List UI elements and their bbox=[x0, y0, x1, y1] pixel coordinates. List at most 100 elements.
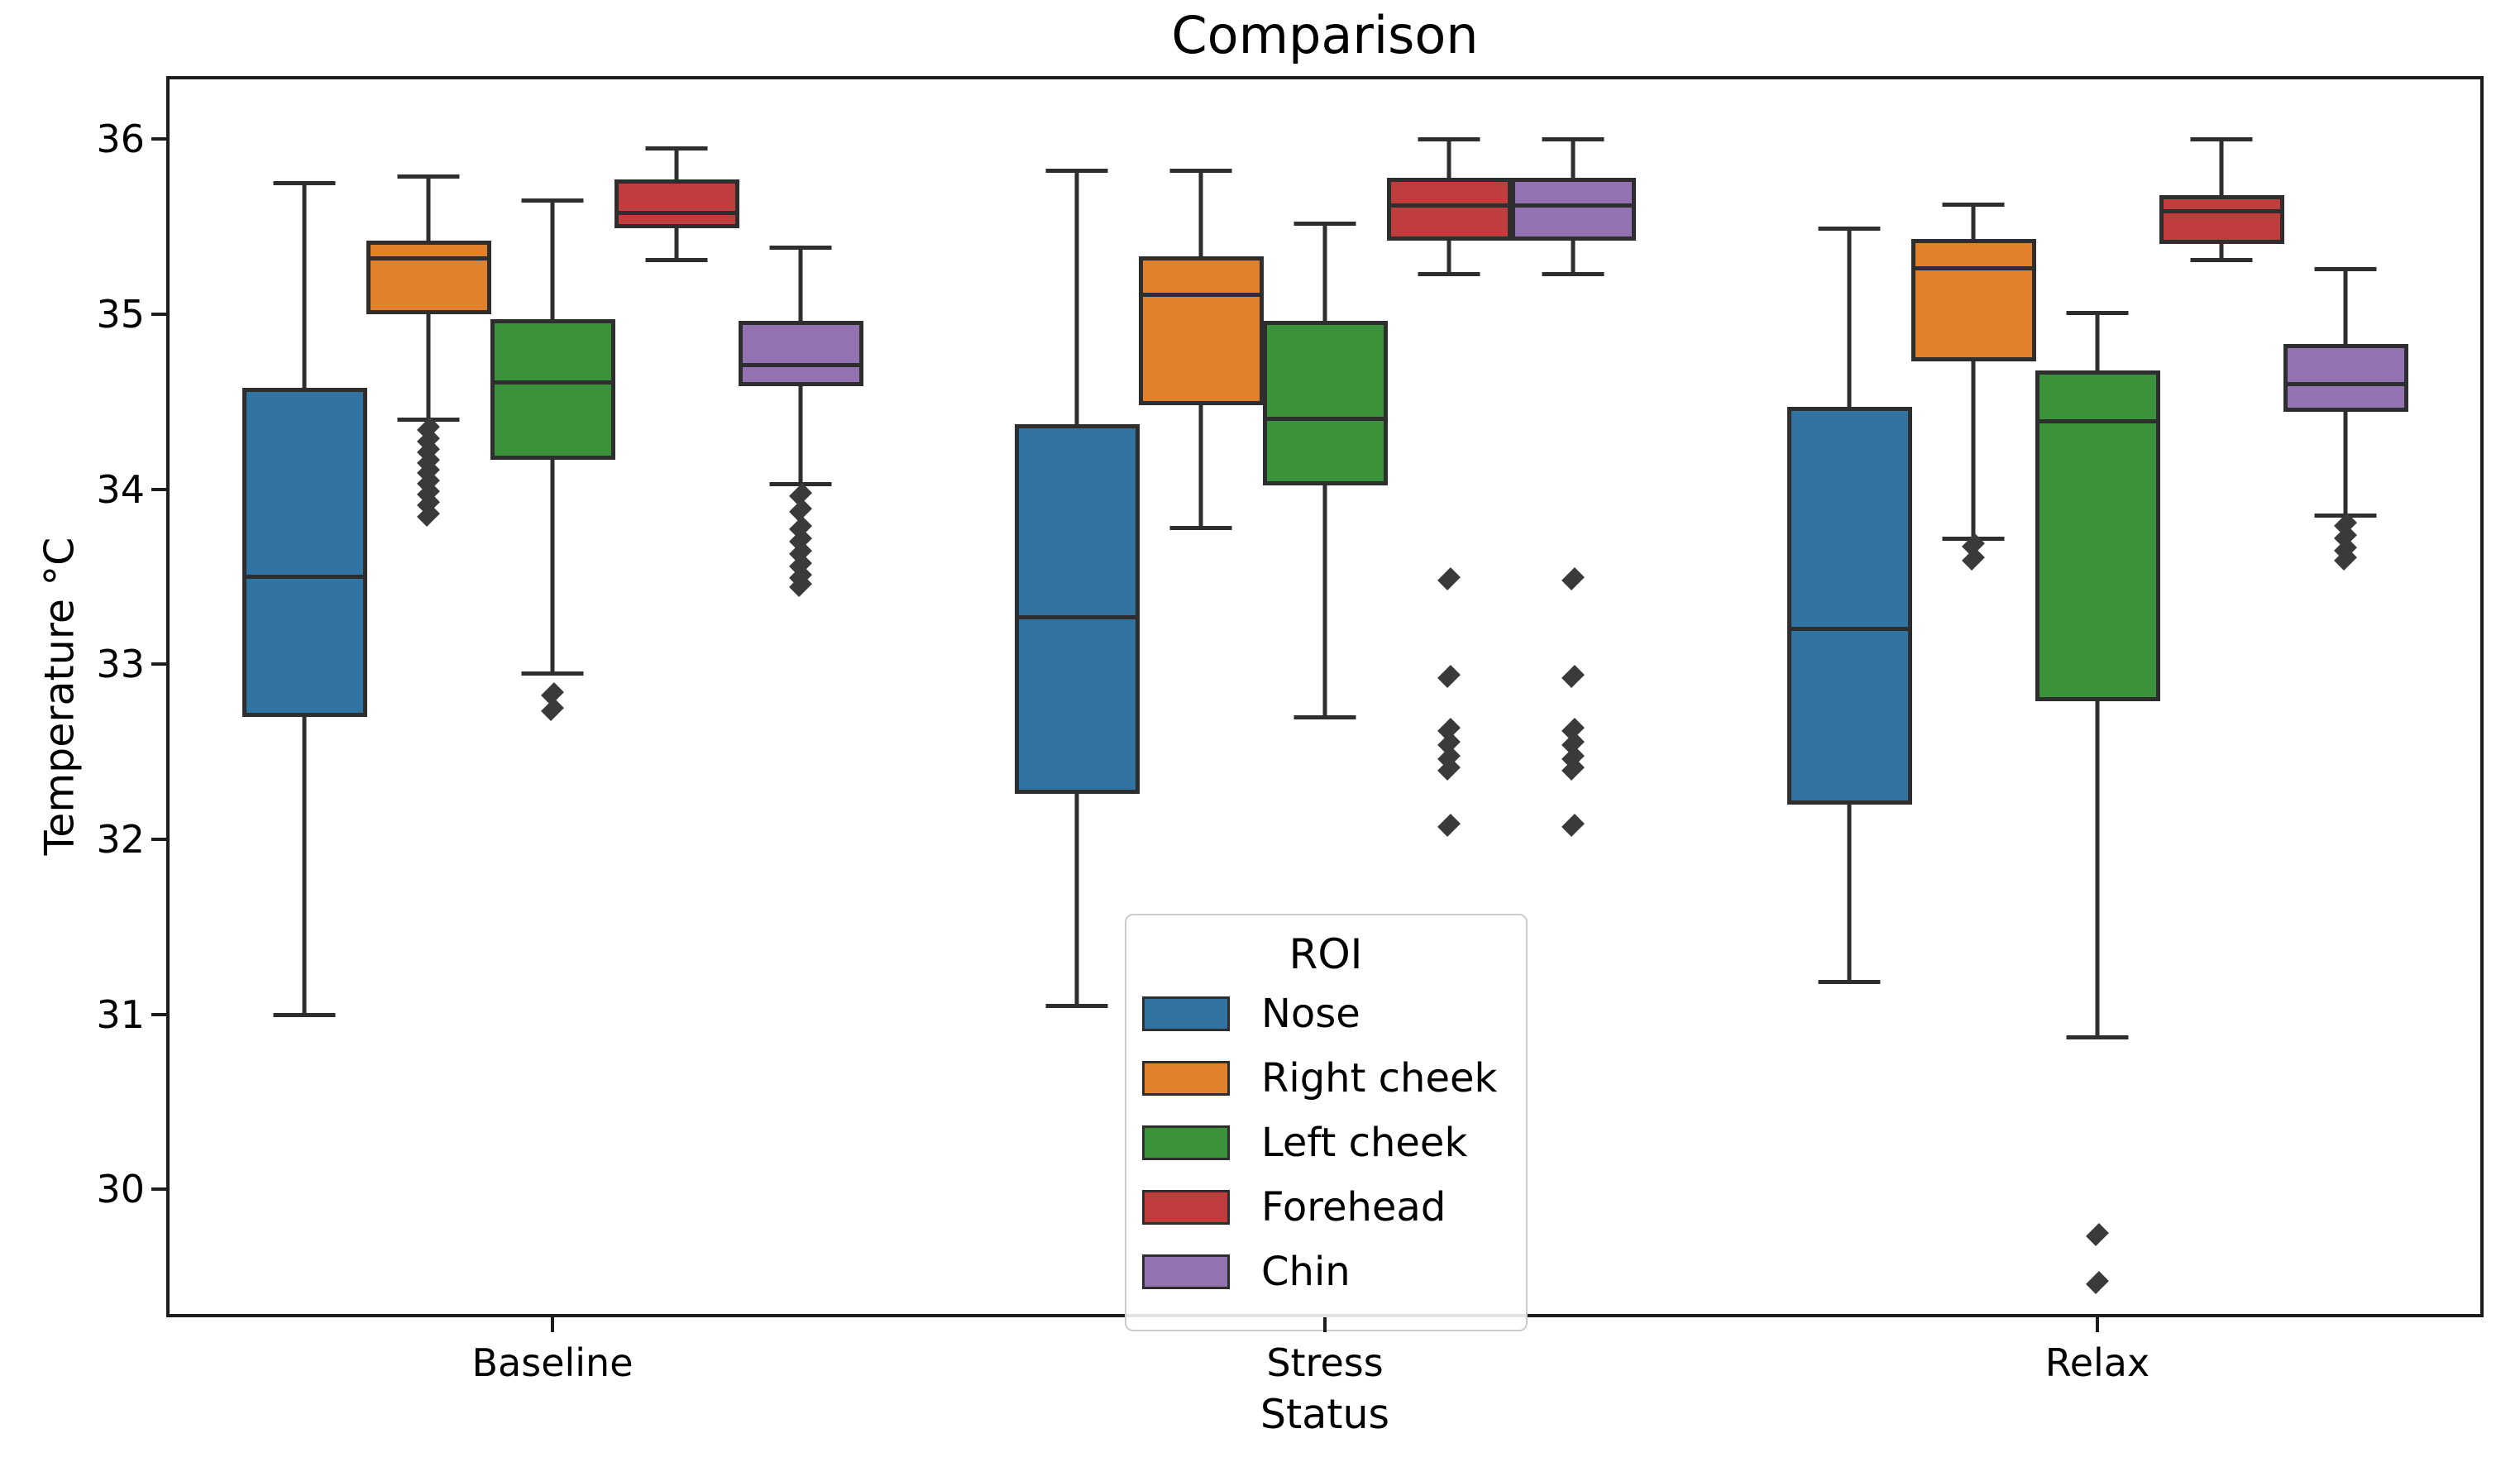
legend-entry-left-cheek: Left cheek bbox=[1142, 1111, 1509, 1175]
box-right-cheek-stress bbox=[1138, 256, 1264, 405]
y-tick-mark-33 bbox=[151, 662, 166, 666]
median-nose-relax bbox=[1786, 627, 1912, 632]
whisker-lower-right-cheek-stress bbox=[1198, 405, 1203, 528]
whisker-lower-nose-stress bbox=[1074, 793, 1079, 1006]
whisker-lower-left-cheek-relax bbox=[2095, 700, 2100, 1038]
box-right-cheek-relax bbox=[1910, 238, 2036, 362]
whisker-lower-right-cheek-relax bbox=[1971, 361, 1976, 538]
whisker-cap-upper-chin-baseline bbox=[769, 246, 832, 251]
y-tick-label-34: 34 bbox=[96, 466, 145, 512]
whisker-lower-chin-baseline bbox=[798, 385, 803, 485]
legend-swatch-nose bbox=[1142, 996, 1230, 1031]
legend-entry-right-cheek: Right cheek bbox=[1142, 1046, 1509, 1111]
y-tick-label-32: 32 bbox=[96, 817, 145, 862]
median-nose-baseline bbox=[241, 574, 367, 579]
legend-label-nose: Nose bbox=[1261, 991, 1360, 1037]
whisker-cap-upper-chin-stress bbox=[1542, 137, 1604, 142]
box-left-cheek-stress bbox=[1262, 321, 1388, 486]
whisker-cap-lower-right-cheek-stress bbox=[1169, 526, 1232, 531]
x-tick-label-stress: Stress bbox=[1266, 1340, 1384, 1385]
whisker-cap-upper-right-cheek-stress bbox=[1169, 169, 1232, 174]
whisker-lower-chin-stress bbox=[1571, 241, 1576, 275]
legend-swatch-right-cheek bbox=[1142, 1061, 1230, 1096]
median-left-cheek-relax bbox=[2035, 418, 2160, 423]
box-chin-stress bbox=[1510, 177, 1636, 241]
whisker-upper-chin-baseline bbox=[798, 247, 803, 322]
median-forehead-relax bbox=[2159, 208, 2284, 213]
whisker-cap-upper-chin-relax bbox=[2314, 266, 2377, 271]
median-chin-relax bbox=[2283, 382, 2408, 387]
box-nose-baseline bbox=[241, 387, 367, 717]
y-tick-mark-34 bbox=[151, 487, 166, 491]
whisker-cap-upper-forehead-stress bbox=[1418, 137, 1480, 142]
whisker-cap-lower-nose-baseline bbox=[273, 1012, 336, 1017]
box-forehead-relax bbox=[2159, 194, 2284, 245]
whisker-cap-upper-forehead-relax bbox=[2190, 137, 2253, 142]
y-tick-label-30: 30 bbox=[96, 1167, 145, 1212]
whisker-upper-right-cheek-baseline bbox=[426, 175, 431, 241]
whisker-cap-upper-left-cheek-stress bbox=[1293, 221, 1356, 226]
legend-swatch-forehead bbox=[1142, 1190, 1230, 1225]
whisker-upper-nose-baseline bbox=[302, 183, 307, 388]
median-left-cheek-baseline bbox=[490, 380, 615, 385]
whisker-cap-lower-left-cheek-baseline bbox=[521, 671, 584, 676]
box-forehead-stress bbox=[1386, 177, 1512, 241]
whisker-cap-upper-nose-baseline bbox=[273, 181, 336, 186]
median-nose-stress bbox=[1014, 614, 1140, 619]
whisker-lower-right-cheek-baseline bbox=[426, 313, 431, 419]
y-tick-mark-35 bbox=[151, 312, 166, 316]
whisker-upper-right-cheek-relax bbox=[1971, 203, 1976, 239]
whisker-upper-forehead-baseline bbox=[674, 147, 679, 179]
box-chin-baseline bbox=[738, 321, 863, 386]
median-right-cheek-baseline bbox=[366, 256, 491, 260]
whisker-lower-left-cheek-baseline bbox=[550, 459, 555, 673]
whisker-cap-upper-left-cheek-relax bbox=[2066, 310, 2129, 315]
whisker-cap-lower-left-cheek-relax bbox=[2066, 1035, 2129, 1040]
whisker-cap-lower-forehead-relax bbox=[2190, 258, 2253, 263]
whisker-upper-right-cheek-stress bbox=[1198, 170, 1203, 257]
median-chin-stress bbox=[1510, 203, 1636, 208]
legend-entry-nose: Nose bbox=[1142, 982, 1509, 1046]
whisker-cap-lower-left-cheek-stress bbox=[1293, 714, 1356, 719]
whisker-lower-forehead-stress bbox=[1446, 241, 1451, 275]
whisker-cap-lower-chin-stress bbox=[1542, 272, 1604, 277]
median-right-cheek-relax bbox=[1910, 266, 2036, 271]
whisker-lower-forehead-baseline bbox=[674, 228, 679, 260]
y-tick-label-33: 33 bbox=[96, 642, 145, 687]
whisker-cap-lower-nose-stress bbox=[1045, 1004, 1108, 1009]
median-left-cheek-stress bbox=[1262, 417, 1388, 422]
legend-label-chin: Chin bbox=[1261, 1249, 1351, 1295]
median-chin-baseline bbox=[738, 362, 863, 367]
whisker-upper-left-cheek-baseline bbox=[550, 200, 555, 320]
whisker-lower-left-cheek-stress bbox=[1322, 485, 1327, 717]
whisker-cap-upper-right-cheek-relax bbox=[1942, 202, 2005, 207]
whisker-cap-upper-right-cheek-baseline bbox=[397, 174, 460, 179]
whisker-upper-chin-stress bbox=[1571, 139, 1576, 178]
box-nose-stress bbox=[1014, 424, 1140, 794]
box-forehead-baseline bbox=[614, 179, 739, 229]
y-tick-mark-30 bbox=[151, 1187, 166, 1192]
y-axis-label: Temperature °C bbox=[36, 537, 84, 856]
whisker-cap-upper-nose-relax bbox=[1818, 227, 1881, 232]
legend-label-left-cheek: Left cheek bbox=[1261, 1120, 1468, 1166]
legend-title: ROI bbox=[1289, 930, 1363, 978]
box-nose-relax bbox=[1786, 407, 1912, 805]
box-left-cheek-baseline bbox=[490, 319, 615, 460]
whisker-upper-chin-relax bbox=[2343, 268, 2348, 344]
legend-label-forehead: Forehead bbox=[1261, 1184, 1446, 1230]
box-right-cheek-baseline bbox=[366, 241, 491, 314]
whisker-upper-forehead-stress bbox=[1446, 139, 1451, 178]
y-tick-mark-31 bbox=[151, 1012, 166, 1016]
box-chin-relax bbox=[2283, 343, 2408, 413]
y-tick-mark-32 bbox=[151, 838, 166, 842]
legend-swatch-chin bbox=[1142, 1254, 1230, 1289]
legend-entry-forehead: Forehead bbox=[1142, 1175, 1509, 1240]
whisker-cap-upper-forehead-baseline bbox=[645, 146, 708, 150]
legend-swatch-left-cheek bbox=[1142, 1125, 1230, 1160]
x-axis-label: Status bbox=[1260, 1391, 1390, 1438]
box-left-cheek-relax bbox=[2035, 370, 2160, 701]
median-forehead-baseline bbox=[614, 210, 739, 215]
median-right-cheek-stress bbox=[1138, 293, 1264, 298]
